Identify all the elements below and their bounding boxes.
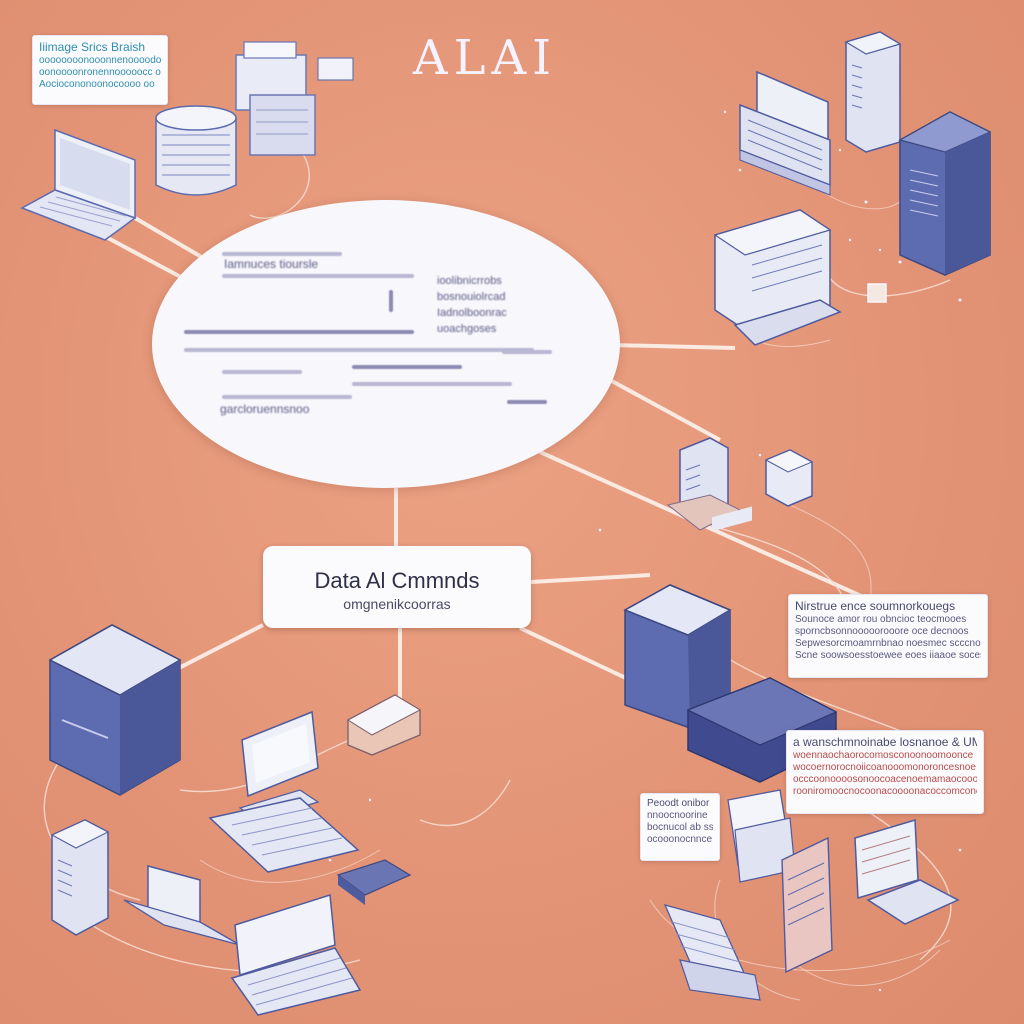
wire: [199, 849, 381, 883]
printer-device: [235, 41, 354, 156]
card-line: bocnucol ab ss: [647, 822, 713, 833]
link-cloud-server-right: [611, 343, 736, 350]
desktop-computer-device: [208, 710, 360, 873]
card-line: nnoocnoorine: [647, 810, 708, 821]
server-tower-light: [844, 31, 902, 153]
info-card-right-upper[interactable]: Nirstrue ence soumnorkouegs Sounoce amor…: [788, 594, 988, 678]
card-line: oonoooonronennooooocc oo: [39, 67, 161, 78]
server-cube-device: [48, 624, 182, 796]
link-laptop-cloud-2: [133, 216, 212, 264]
center-node[interactable]: Data Al Cmmnds omgnenikcoorras: [263, 546, 531, 628]
card-line: Aociocononoonocoooo oo: [39, 79, 155, 90]
card-line: woennaochaorocomosconoonoomoonce: [793, 750, 974, 761]
tower-small-device: [50, 819, 110, 936]
card-line: Sepwesorcmoamrnbnao noesmec scccnoce: [795, 638, 981, 649]
laptop-bottom-right: [854, 819, 960, 925]
page-title: ALAI: [412, 30, 558, 86]
laptop-device: [20, 128, 137, 241]
card-line: wocoernorocnoiicoanooomonoroncesnoe: [793, 762, 976, 773]
wire: [419, 779, 511, 827]
central-cloud[interactable]: Iamnuces tioursle ioolibnicrrobs bosnoui…: [152, 200, 620, 488]
wire: [249, 149, 310, 219]
keyboard-device: [230, 894, 362, 1016]
workstation-device: [713, 209, 842, 346]
mini-server-device: [666, 437, 742, 531]
card-title: a wanschmnoinabe losnanoe & UMs: [793, 735, 977, 749]
info-card-top-left[interactable]: Iiimage Srics Braish oooooooonooonnenooo…: [32, 35, 168, 105]
storage-cylinder-device: [155, 105, 237, 196]
info-card-right-lower[interactable]: a wanschmnoinabe losnanoe & UMs woennaoc…: [786, 730, 984, 814]
cloud-header-text: Iamnuces tioursle: [224, 257, 319, 271]
modem-device: [336, 859, 412, 905]
link-cloud-machine: [609, 378, 721, 442]
small-box-device: [764, 449, 814, 507]
card-line: Sounoce amor rou obncioc teocmooes: [795, 614, 967, 625]
small-drive-device: [347, 694, 422, 756]
wire: [779, 499, 872, 601]
center-node-subtitle: omgnenikcoorras: [343, 596, 451, 612]
cloud-footer-text: garcloruennsnoo: [220, 402, 310, 416]
monitor-rack-device: [739, 70, 831, 196]
cloud-right-line: ioolibnicrrobs: [437, 275, 502, 287]
card-line: oooooooonooonnenoooodo: [39, 55, 161, 66]
book-stack-device: [727, 789, 796, 883]
link-node-right: [530, 573, 651, 584]
cloud-right-line: uoachgoses: [437, 323, 497, 335]
card-line: Scne soowsoesstoewee eoes iiaaoe soces e…: [795, 650, 981, 661]
info-card-small[interactable]: Peoodt onibor nnoocnoorine bocnucol ab s…: [640, 793, 720, 861]
card-title: Nirstrue ence soumnorkouegs: [795, 599, 956, 613]
center-node-title: Data Al Cmmnds: [314, 568, 480, 593]
card-title: Iiimage Srics Braish: [39, 40, 146, 54]
cloud-right-line: bosnouiolrcad: [437, 291, 506, 303]
card-line: ocooonocnnce: [647, 834, 713, 845]
pc-keyboard-device: [663, 904, 761, 1001]
server-tower-blue: [898, 111, 992, 276]
link-node-left-tower: [174, 623, 264, 672]
lab-monitor-device: [781, 836, 833, 974]
cloud-right-line: Iadnolboonrac: [437, 307, 507, 319]
card-line: occcoonoooosonoocoacenoemamaocoooncoe: [793, 774, 977, 785]
card-line: sporncbsonnooooorooore oce decnoos: [795, 626, 969, 637]
card-line: rooniromoocnocoonacoooonacoccomcone: [793, 786, 977, 797]
small-chip: [867, 283, 887, 303]
card-title: Peoodt onibor: [647, 798, 710, 809]
wire: [789, 949, 941, 986]
terminal-device: [123, 865, 241, 946]
link-node-right-tower: [519, 626, 631, 682]
cloud-right-text-block: ioolibnicrrobs bosnouiolrcad Iadnolboonr…: [437, 273, 507, 337]
wire: [849, 799, 952, 961]
